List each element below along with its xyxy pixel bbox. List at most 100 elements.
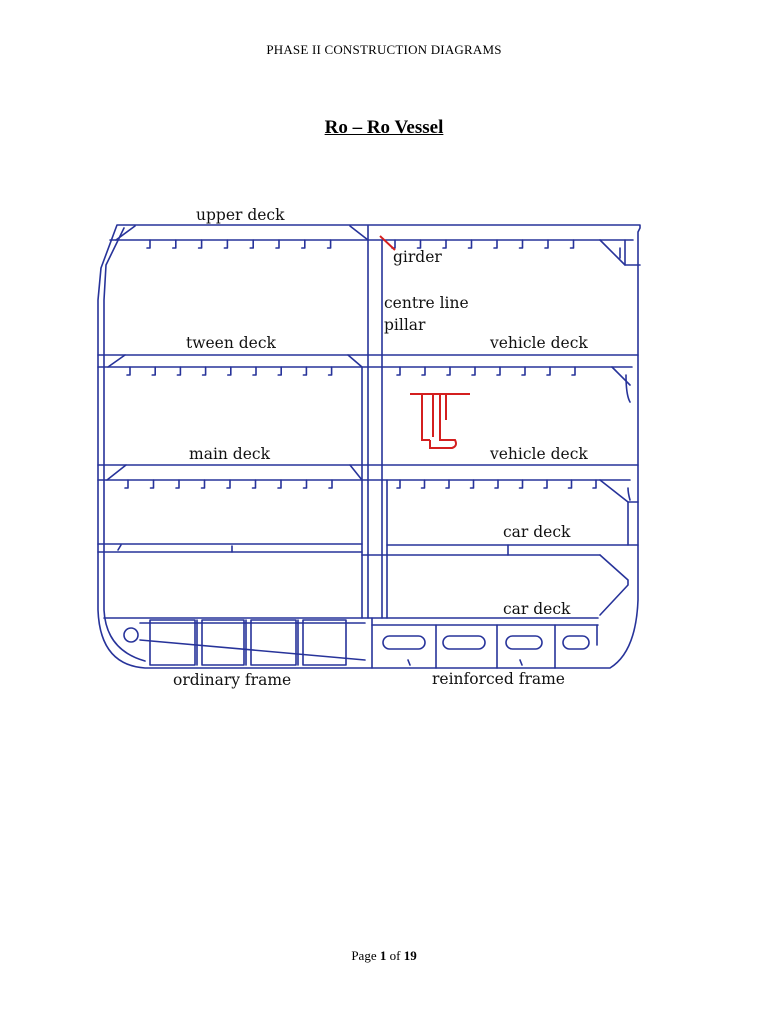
- deck-beam-stiffener: [175, 479, 180, 489]
- label-main-deck: main deck: [189, 445, 271, 463]
- upper-centre-left-bracket: [349, 225, 369, 241]
- label-vehicle-deck-upper: vehicle deck: [489, 334, 588, 352]
- deck-beam-stiffener: [567, 479, 573, 489]
- deck-beam-stiffener: [277, 366, 282, 376]
- deck-beam-stiffener: [275, 239, 280, 249]
- label-car-deck-lower: car deck: [503, 600, 571, 618]
- page-footer: Page 1 of 19: [0, 948, 768, 964]
- deck-beam-stiffener: [396, 479, 401, 489]
- deck-beam-stiffener: [301, 239, 306, 249]
- deck-beam-stiffener: [518, 239, 524, 249]
- hull-structure: [97, 224, 641, 669]
- deck-beam-stiffener: [226, 479, 231, 489]
- deck-beam-stiffener: [176, 366, 182, 376]
- reinforced-lightening-hole-1: [382, 635, 426, 650]
- bottom-floor-mark-2: [519, 659, 523, 666]
- deck-beam-stiffener: [494, 479, 499, 489]
- deck-beam-stiffener: [251, 479, 257, 489]
- tween-left-bracket: [107, 354, 126, 368]
- bottom-floor-mark-1: [407, 659, 411, 666]
- car-deck-bow-bracket: [599, 554, 629, 616]
- girder-pointer: [379, 235, 396, 251]
- tween-centre-bracket: [347, 354, 363, 368]
- label-centre-line: centre line: [384, 294, 469, 312]
- deck-beam-stiffener: [493, 239, 498, 249]
- main-right-bracket: [599, 479, 639, 503]
- girder-section-right: [429, 394, 457, 449]
- deck-beam-stiffener: [124, 479, 129, 489]
- deck-beam-stiffener: [277, 479, 282, 489]
- label-vehicle-deck-lower: vehicle deck: [489, 445, 588, 463]
- diagram-labels: upper deck girder centre line pillar twe…: [173, 206, 588, 689]
- deck-beam-stiffener: [223, 239, 229, 249]
- deck-beam-stiffener: [571, 366, 576, 376]
- deck-beam-stiffener: [328, 479, 333, 489]
- footer-of-word: of: [389, 948, 401, 963]
- label-tween-deck: tween deck: [186, 334, 277, 352]
- deck-beam-stiffener: [471, 366, 476, 376]
- deck-beam-stiffener: [302, 366, 308, 376]
- deck-beam-stiffener: [521, 366, 526, 376]
- footer-page-number: 1: [379, 948, 387, 963]
- footer-page-total: 19: [403, 948, 417, 963]
- deck-beam-stiffener: [249, 239, 254, 249]
- upper-left-bracket: [115, 225, 136, 241]
- deck-beam-stiffener: [126, 366, 131, 376]
- label-car-deck-upper: car deck: [503, 523, 571, 541]
- main-centre-bracket: [349, 464, 363, 481]
- side-frame-tween: [625, 374, 631, 403]
- bilge-lightening-hole: [123, 627, 139, 643]
- deck-beam-stiffener: [149, 479, 155, 489]
- label-girder: girder: [393, 248, 442, 266]
- deck-beam-stiffener: [469, 479, 475, 489]
- deck-beam-stiffener: [151, 366, 156, 376]
- deck-beam-stiffener: [327, 366, 333, 376]
- deck-beam-stiffener: [496, 366, 501, 376]
- reinforced-lightening-hole-3: [505, 635, 543, 650]
- deck-beam-stiffener: [518, 479, 524, 489]
- label-pillar: pillar: [384, 316, 426, 334]
- main-left-bracket: [106, 464, 127, 481]
- deck-beam-stiffener: [172, 239, 177, 249]
- deck-beam-stiffener: [420, 479, 426, 489]
- reinforced-lightening-hole-2: [442, 635, 486, 650]
- reinforced-lightening-hole-4: [562, 635, 590, 650]
- deck-beam-stiffener: [442, 239, 447, 249]
- tween-right-bracket: [611, 366, 631, 386]
- hull-outline: [97, 224, 641, 669]
- deck-beam-stiffener: [546, 366, 551, 376]
- deck-beam-stiffener: [197, 239, 203, 249]
- hull-inner-outline: [103, 227, 146, 662]
- deck-beam-stiffener: [592, 479, 597, 489]
- girder-section-left: [421, 394, 430, 441]
- deck-beam-stiffener: [446, 366, 451, 376]
- deck-beam-stiffener: [201, 366, 207, 376]
- deck-beam-stiffener: [416, 239, 422, 249]
- car-deck-small-stiffener-1: [117, 544, 122, 551]
- deck-beams: [124, 239, 597, 489]
- deck-beam-stiffener: [326, 239, 332, 249]
- label-ordinary-frame: ordinary frame: [173, 671, 291, 689]
- ordinary-frame-4: [302, 619, 347, 666]
- label-reinforced-frame: reinforced frame: [432, 670, 565, 688]
- document-title: Ro – Ro Vessel: [324, 117, 444, 138]
- ordinary-frame-2: [201, 619, 245, 666]
- deck-beam-stiffener: [146, 239, 151, 249]
- girder-detail: [379, 235, 470, 449]
- deck-beam-stiffener: [421, 366, 426, 376]
- deck-beam-stiffener: [569, 239, 575, 249]
- deck-beam-stiffener: [252, 366, 257, 376]
- footer-page-word: Page: [351, 948, 377, 963]
- ordinary-frame-sloped-line: [139, 639, 366, 661]
- label-upper-deck: upper deck: [196, 206, 285, 224]
- ordinary-frame-3: [250, 619, 297, 666]
- deck-beam-stiffener: [467, 239, 473, 249]
- deck-beam-stiffener: [396, 366, 401, 376]
- deck-beam-stiffener: [227, 366, 232, 376]
- side-frame-main: [627, 487, 631, 501]
- deck-beam-stiffener: [543, 479, 548, 489]
- ro-ro-vessel-diagram: upper deck girder centre line pillar twe…: [90, 195, 650, 695]
- page-header: PHASE II CONSTRUCTION DIAGRAMS: [266, 42, 502, 57]
- deck-beam-stiffener: [200, 479, 206, 489]
- deck-beam-stiffener: [544, 239, 549, 249]
